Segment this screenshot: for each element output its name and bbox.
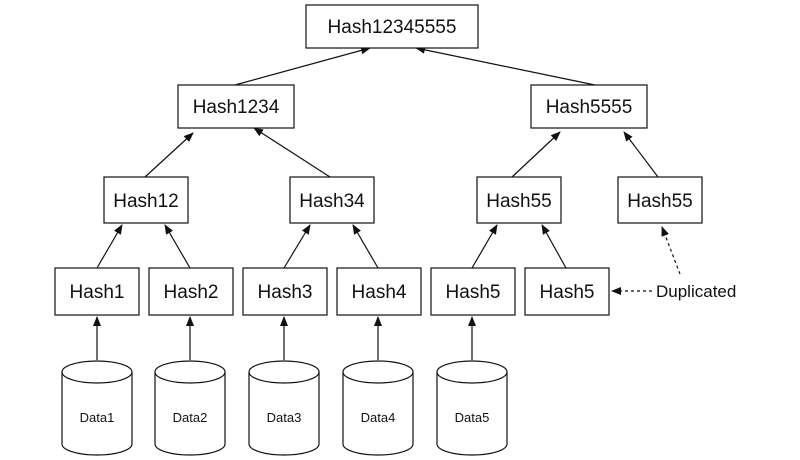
data-block-4: Data4 [342, 360, 414, 456]
hash5555-box [530, 84, 648, 129]
hash4-label: Hash4 [352, 282, 407, 303]
hash5555-label: Hash5555 [546, 97, 633, 118]
hash1-box [54, 267, 140, 316]
edge-duplicated-to-hash55b [661, 226, 681, 275]
node-hash1234: Hash1234 [177, 84, 295, 129]
hash34-label: Hash34 [299, 191, 365, 212]
hash55b-label: Hash55 [627, 191, 693, 212]
data2-cylinder-top [154, 360, 226, 384]
hash3-label: Hash3 [258, 282, 313, 303]
data-block-3: Data3 [248, 360, 320, 456]
hash5a-label: Hash5 [446, 282, 501, 303]
edge-hash1-to-hash12 [96, 224, 123, 269]
edge-hash34-to-hash1234 [253, 127, 331, 178]
hash2-label: Hash2 [164, 282, 219, 303]
edge-hash55a-to-hash5555 [511, 131, 561, 178]
node-hash55a: Hash55 [476, 176, 562, 224]
node-hash5b: Hash5 [524, 267, 610, 316]
hash3-box [242, 267, 328, 316]
edge-hash1234-to-root [234, 46, 371, 86]
data5-cylinder-body [436, 372, 508, 456]
node-hash2: Hash2 [148, 267, 234, 316]
edge-hash2-to-hash12 [164, 224, 191, 269]
edges [93, 45, 681, 360]
data2-label: Data2 [173, 410, 208, 425]
node-hash4: Hash4 [336, 267, 422, 316]
node-hash3: Hash3 [242, 267, 328, 316]
hash12-label: Hash12 [113, 191, 179, 212]
data4-cylinder-top [342, 360, 414, 384]
data1-cylinder-body [61, 372, 133, 456]
hash12-box [103, 176, 189, 224]
data2-cylinder-body [154, 372, 226, 456]
hash1234-box [177, 84, 295, 129]
edge-hash5555-to-root [415, 45, 596, 86]
data3-cylinder-top [248, 360, 320, 384]
hash55a-box [476, 176, 562, 224]
data4-label: Data4 [361, 410, 396, 425]
data3-cylinder-body [248, 372, 320, 456]
node-hash5a: Hash5 [430, 267, 516, 316]
node-hash34: Hash34 [289, 176, 375, 224]
hash1234-label: Hash1234 [193, 97, 280, 118]
data1-cylinder-top [61, 360, 133, 384]
edge-hash3-to-hash34 [283, 224, 311, 269]
data-block-1: Data1 [61, 360, 133, 456]
data5-label: Data5 [455, 410, 490, 425]
duplicated-label: Duplicated [656, 282, 736, 301]
hash1-label: Hash1 [70, 282, 125, 303]
node-hash5555: Hash5555 [530, 84, 648, 129]
hash55a-label: Hash55 [486, 191, 552, 212]
edge-hash5b-to-hash55a [541, 224, 567, 269]
hash5a-box [430, 267, 516, 316]
edge-hash55b-to-hash5555 [623, 131, 659, 178]
edge-hash5a-to-hash55a [471, 224, 498, 269]
edge-hash12-to-hash1234 [144, 132, 194, 178]
root-label: Hash12345555 [328, 17, 457, 38]
hash5b-label: Hash5 [540, 282, 595, 303]
data5-cylinder-top [436, 360, 508, 384]
hash34-box [289, 176, 375, 224]
hash2-box [148, 267, 234, 316]
data-block-2: Data2 [154, 360, 226, 456]
hash5b-box [524, 267, 610, 316]
node-hash12: Hash12 [103, 176, 189, 224]
hash55b-box [617, 176, 703, 224]
edge-hash4-to-hash34 [352, 224, 379, 269]
node-hash55b: Hash55 [617, 176, 703, 224]
hash4-box [336, 267, 422, 316]
root-box [305, 4, 479, 49]
data-block-5: Data5 [436, 360, 508, 456]
root-node: Hash12345555 [305, 4, 479, 49]
data3-label: Data3 [267, 410, 302, 425]
data1-label: Data1 [80, 410, 115, 425]
data4-cylinder-body [342, 372, 414, 456]
node-hash1: Hash1 [54, 267, 140, 316]
